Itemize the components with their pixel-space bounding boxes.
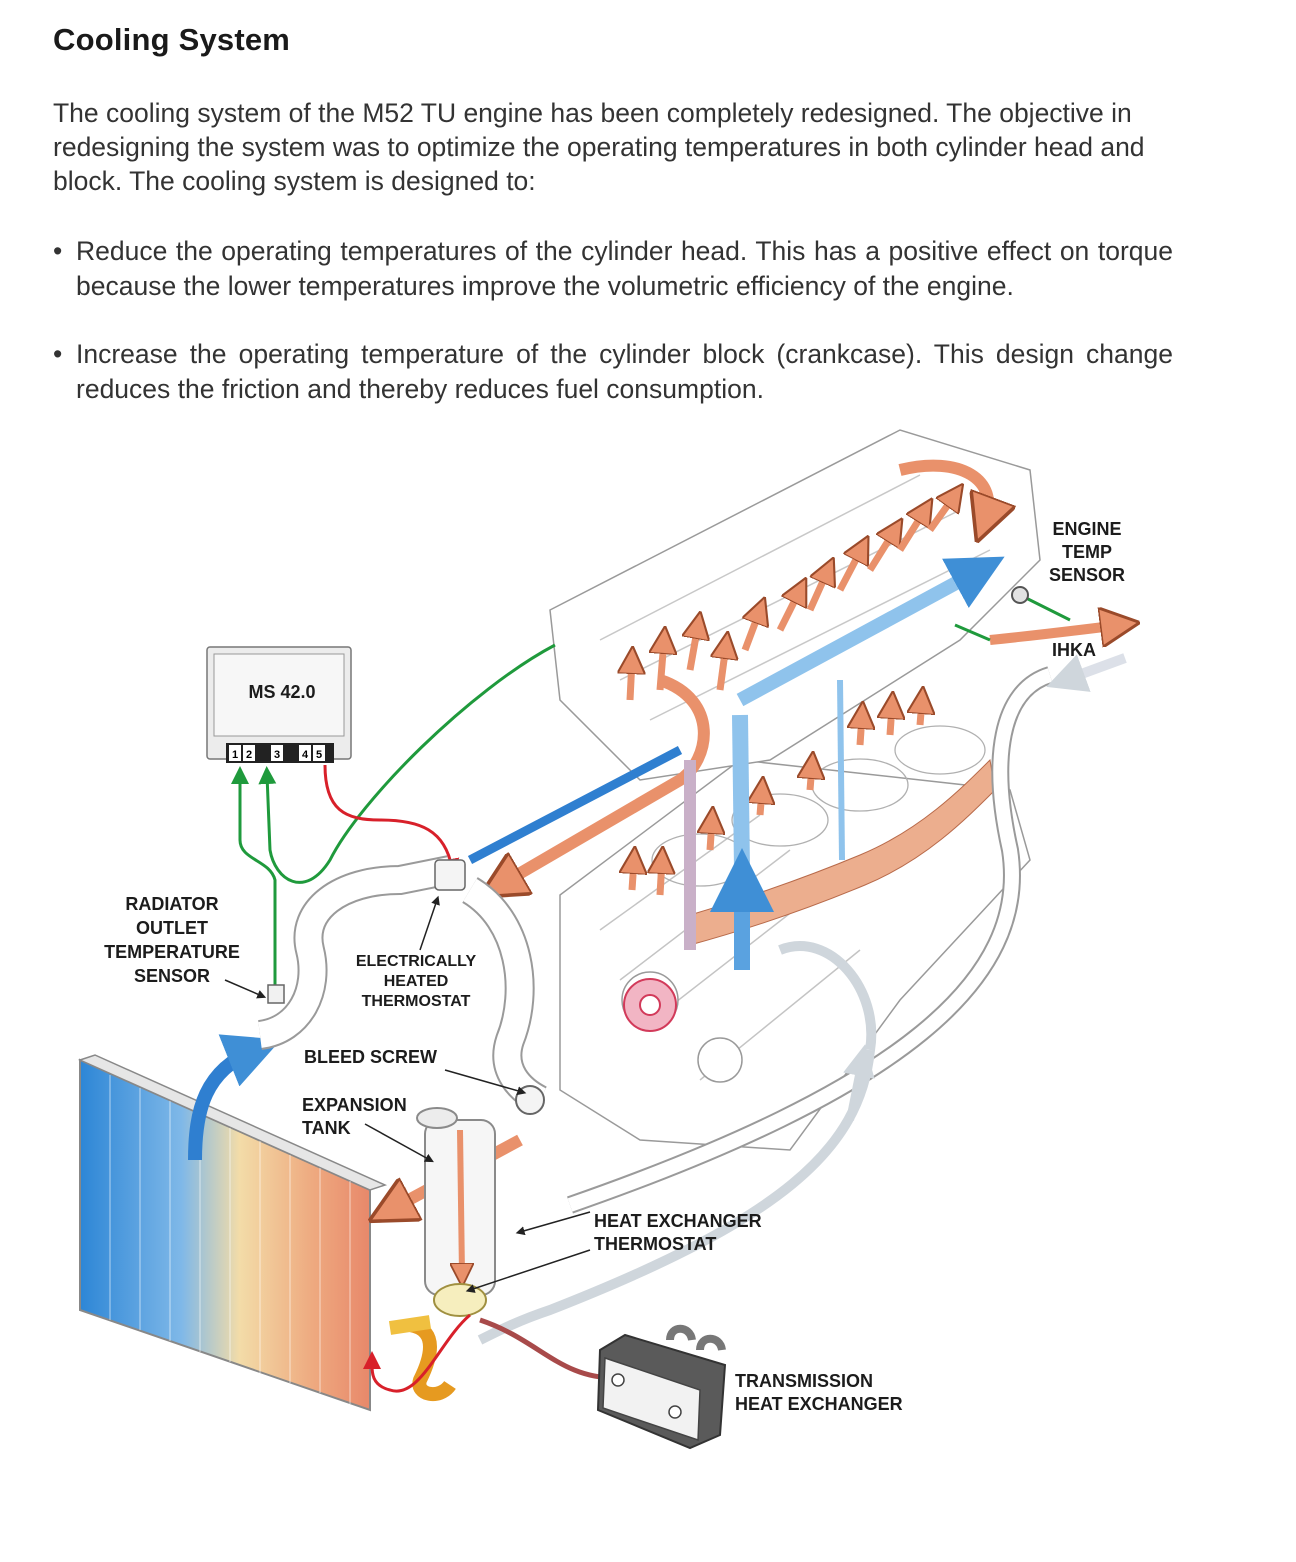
label-line: TRANSMISSION	[735, 1371, 873, 1391]
ecu-connector: 1 2 3 4 5	[226, 743, 334, 763]
wire-engine-temp-sensor	[954, 593, 1071, 642]
ecu-pin: 4	[302, 749, 309, 761]
heat-exchanger-thermostat	[388, 1283, 487, 1401]
label-line: EXPANSION	[302, 1095, 407, 1115]
label-line: HEAT EXCHANGER	[735, 1394, 903, 1414]
label-line: ENGINE	[1052, 519, 1121, 539]
bullet-item: • Increase the operating temperature of …	[53, 337, 1173, 407]
water-pump	[623, 978, 677, 1032]
thermostat-red-flow	[362, 1313, 471, 1393]
bullet-dot: •	[53, 236, 63, 266]
head-return-loop	[898, 459, 988, 520]
transmission-heat-exchanger	[596, 1324, 727, 1450]
cold-drop-right	[837, 679, 845, 861]
cooling-system-diagram: MS 42.0 1 2 3 4 5	[77, 429, 1296, 1450]
cold-down-block	[732, 714, 750, 871]
bleed-screw	[515, 1085, 545, 1115]
bullet-item: • Reduce the operating temperatures of t…	[53, 234, 1173, 304]
label-line: SENSOR	[1049, 565, 1125, 585]
intro-paragraph: The cooling system of the M52 TU engine …	[53, 98, 1145, 196]
head-flow-arrows	[630, 495, 955, 896]
bullet-text: Increase the operating temperature of th…	[76, 339, 1173, 404]
label-transmission-heat-exchanger: TRANSMISSION HEAT EXCHANGER	[735, 1371, 903, 1414]
label-line: TANK	[302, 1118, 351, 1138]
wire-radiator-sensor	[231, 766, 277, 990]
return-arrow-up	[843, 1044, 875, 1121]
heater-hose-inner	[567, 668, 1053, 1212]
upper-hose-inner	[257, 857, 453, 1048]
label-engine-temp-sensor: ENGINE TEMP SENSOR	[1049, 519, 1125, 585]
label-line: HEATED	[384, 973, 449, 990]
ecu-pin: 3	[274, 749, 280, 761]
ecu-module: MS 42.0 1 2 3 4 5	[206, 646, 352, 763]
ecu-pin: 2	[246, 749, 252, 761]
wire-engine-sensor	[258, 643, 556, 884]
label-heat-exchanger-thermostat: HEAT EXCHANGER THERMOSTAT	[594, 1211, 762, 1254]
label-line: SENSOR	[134, 966, 210, 986]
cold-line-thermostat	[467, 746, 683, 864]
label-expansion-tank: EXPANSION TANK	[302, 1095, 407, 1138]
radiator-outlet-flow	[188, 1034, 281, 1161]
radiator-outlet-sensor	[267, 984, 285, 1004]
label-line: THERMOSTAT	[594, 1234, 716, 1254]
label-ihka: IHKA	[1052, 640, 1096, 660]
tank-hot-downflow	[460, 1129, 462, 1275]
bullet-list: • Reduce the operating temperatures of t…	[53, 234, 1173, 440]
label-line: TEMPERATURE	[104, 942, 240, 962]
ecu-pin: 5	[316, 749, 322, 761]
thermostat-hose-down-inner	[462, 878, 547, 1112]
label-line: HEAT EXCHANGER	[594, 1211, 762, 1231]
wire-thermostat-heater	[323, 764, 460, 877]
label-radiator-outlet-sensor: RADIATOR OUTLET TEMPERATURE SENSOR	[104, 894, 240, 986]
label-line: RADIATOR	[125, 894, 218, 914]
return-from-ihka	[1046, 653, 1127, 692]
label-line: TEMP	[1062, 542, 1112, 562]
label-line: OUTLET	[136, 918, 208, 938]
electric-thermostat	[434, 859, 466, 891]
ecu-label: MS 42.0	[248, 682, 315, 702]
ecu-pin: 1	[232, 749, 238, 761]
bullet-text: Reduce the operating temperatures of the…	[76, 236, 1173, 301]
expansion-tank	[416, 1107, 496, 1296]
label-line: THERMOSTAT	[362, 993, 471, 1010]
label-line: ELECTRICALLY	[356, 953, 477, 970]
leader-lines	[224, 895, 591, 1293]
bullet-dot: •	[53, 339, 63, 369]
hose-to-pump	[778, 941, 877, 1051]
engine-temp-sensor	[1011, 586, 1029, 604]
page-title: Cooling System	[53, 22, 291, 57]
label-thermostat: ELECTRICALLY HEATED THERMOSTAT	[356, 953, 477, 1010]
cold-supply-head	[736, 556, 1005, 707]
label-bleed-screw: BLEED SCREW	[304, 1047, 437, 1067]
hot-to-ihka	[989, 625, 1120, 640]
